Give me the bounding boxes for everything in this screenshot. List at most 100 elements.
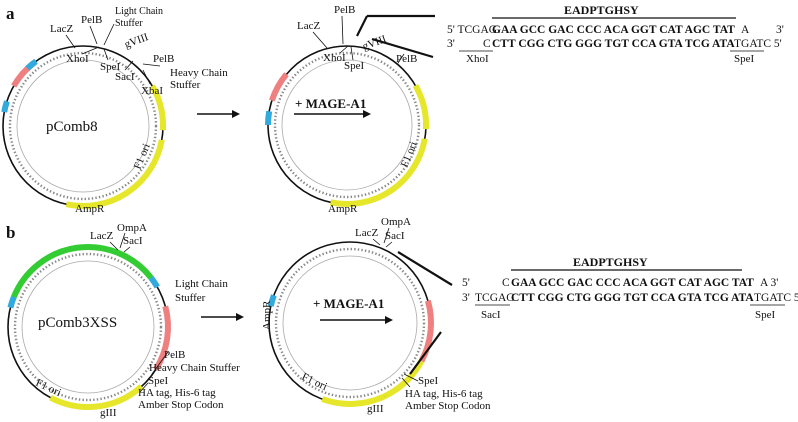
pcomb3xss-tags-label: HA tag, His-6 tag (138, 387, 216, 399)
a2-pelb1-label: PelB (334, 4, 355, 16)
b2-ompa-tag (267, 294, 277, 307)
pcomb8-stuffer2-label: Stuffer (170, 79, 201, 91)
a2-pelb-tag (265, 110, 273, 126)
plasmid-a-recombinant: LacZ PelB XhoI SpeI gVIII PelB F1 ori Am… (265, 4, 435, 215)
b2-spei-label: SpeI (418, 375, 439, 387)
pcomb3xss-leader-lines (109, 232, 169, 393)
panel-a-sequence: EADPTGHSY 5' TCGAG GAA GCC GAC CCC ACA G… (447, 3, 784, 65)
pcomb8-lacz-label: LacZ (50, 23, 73, 35)
a-bottom-c: C (483, 38, 491, 50)
a2-gviii-segment (269, 72, 289, 102)
b2-ampr-label: AmpR (261, 300, 273, 330)
b2-tags-label: HA tag, His-6 tag (405, 388, 483, 400)
b2-giii-label: gIII (367, 403, 384, 415)
a2-insert-arrow (294, 110, 371, 118)
b-top-prefix: 5' (462, 277, 470, 289)
a-site-right: SpeI (734, 53, 755, 65)
a2-lacz-label: LacZ (297, 20, 320, 32)
pcomb3xss-amber-label: Amber Stop Codon (138, 399, 224, 411)
b2-inner-ring (282, 255, 418, 391)
plasmid-pcomb8: pComb8 LacZ PelB Light Chain Stuffer gVI… (1, 6, 228, 215)
a-bottom-suffix: TGATC 5' (734, 38, 782, 50)
panel-b-letter: b (6, 223, 15, 242)
b-bottom-bold: CTT CGG CTG GGG TGT CCA GTA TCG ATA (511, 292, 754, 304)
pcomb3xss-name: pComb3XSS (38, 315, 117, 331)
pcomb3xss-spei-label: SpeI (148, 375, 169, 387)
a2-xhoi-label: XhoI (323, 52, 346, 64)
a2-spei-label: SpeI (344, 60, 365, 72)
pcomb8-gviii-label: gVIII (123, 31, 150, 51)
b-zoom-lines (397, 251, 453, 375)
b2-saci-label: SacI (385, 230, 405, 242)
pcomb3xss-pelb-label: PelB (164, 349, 185, 361)
pcomb8-inner-ring (16, 59, 150, 193)
pcomb8-saci-label: SacI (115, 71, 135, 83)
pcomb3xss-stuffer1-label: Stuffer (175, 292, 206, 304)
pcomb8-ampr-segment (65, 139, 165, 209)
plasmid-b-recombinant: LacZ OmpA SacI AmpR F1 ori gIII SpeI HA … (261, 216, 491, 415)
b2-ompa-label: OmpA (381, 216, 411, 228)
a2-f1ori-segment (412, 84, 429, 130)
pcomb8-f1ori-segment (149, 84, 166, 131)
a2-ampr-label: AmpR (328, 203, 358, 215)
b-bottom-suffix: TGATC 5' (754, 292, 798, 304)
pcomb8-pelb1-label: PelB (81, 14, 102, 26)
pcomb3xss-lacz-label: LacZ (90, 230, 113, 242)
pcomb8-name: pComb8 (46, 119, 98, 135)
b-site-left: SacI (481, 309, 501, 321)
b2-leader-lines (372, 227, 419, 388)
a-zoom-lines (356, 14, 435, 59)
b2-ampr-segment (321, 393, 386, 407)
b-bottom-prefix: 3' (462, 292, 470, 304)
a-peptide: EADPTGHSY (564, 3, 639, 17)
pcomb3xss-ompa-label: OmpA (117, 222, 147, 234)
a2-leader-lines (312, 15, 405, 64)
b2-insert-arrow (320, 316, 393, 324)
pcomb8-heavy-tag (25, 58, 38, 71)
pcomb8-heavy-chain-label: Heavy Chain (170, 67, 228, 79)
b-top-c: C (502, 277, 510, 289)
pcomb3xss-heavy-chain-stuffer-label: Heavy Chain Stuffer (149, 362, 240, 374)
b-bottom-tcgag: TCGAG (475, 292, 515, 304)
pcomb8-stuffer1-label: Stuffer (115, 18, 143, 29)
b2-ruler (274, 247, 426, 399)
pcomb8-leader-lines (65, 23, 161, 85)
b2-amber-label: Amber Stop Codon (405, 400, 491, 412)
panel-b-sequence: EADPTGHSY 5' C GAA GCC GAC CCC ACA GGT C… (462, 255, 798, 321)
a-top-end: 3' (776, 24, 784, 36)
pcomb8-light-chain-label: Light Chain (115, 6, 163, 17)
a-bottom-prefix: 3' (447, 38, 455, 50)
plasmid-pcomb3xss: pComb3XSS LacZ OmpA SacI Light Chain Stu… (7, 222, 240, 419)
a2-pelb2-label: PelB (396, 53, 417, 65)
a-bottom-bold: CTT CGG CTG GGG TGT CCA GTA TCG ATA (492, 38, 735, 50)
a-top-prefix: 5' TCGAG (447, 24, 497, 36)
pcomb8-spei-label: SpeI (100, 61, 121, 73)
a2-ruler (273, 51, 421, 199)
panel-a-arrow (197, 110, 240, 118)
a-site-left: XhoI (466, 53, 489, 65)
a2-insert-label: + MAGE-A1 (295, 96, 366, 111)
pcomb3xss-ruler (13, 252, 163, 402)
pcomb8-ampr-label: AmpR (75, 203, 105, 215)
pcomb3xss-f1ori-segment (49, 384, 144, 410)
b-peptide: EADPTGHSY (573, 255, 648, 269)
pcomb3xss-ompa-tag (7, 295, 17, 309)
a-top-suffix: A (741, 24, 750, 36)
a2-ampr-segment (329, 138, 428, 207)
b2-insert-label: + MAGE-A1 (313, 296, 384, 311)
panel-a-letter: a (6, 4, 15, 23)
a-top-bold: GAA GCC GAC CCC ACA GGT CAT AGC TAT (492, 24, 735, 36)
b-top-bold: GAA GCC GAC CCC ACA GGT CAT AGC TAT (511, 277, 754, 289)
b-top-suffix: A 3' (760, 277, 778, 289)
pcomb3xss-giii-label: gIII (100, 407, 117, 419)
b2-lacz-label: LacZ (355, 227, 378, 239)
a2-inner-ring (281, 59, 413, 191)
pcomb8-pelb2-label: PelB (153, 53, 174, 65)
b-site-right: SpeI (755, 309, 776, 321)
pcomb3xss-saci-label: SacI (123, 235, 143, 247)
panel-b-arrow (201, 313, 244, 321)
pcomb3xss-light-chain-segment (11, 244, 154, 299)
pcomb3xss-pelb-tag (148, 275, 160, 289)
